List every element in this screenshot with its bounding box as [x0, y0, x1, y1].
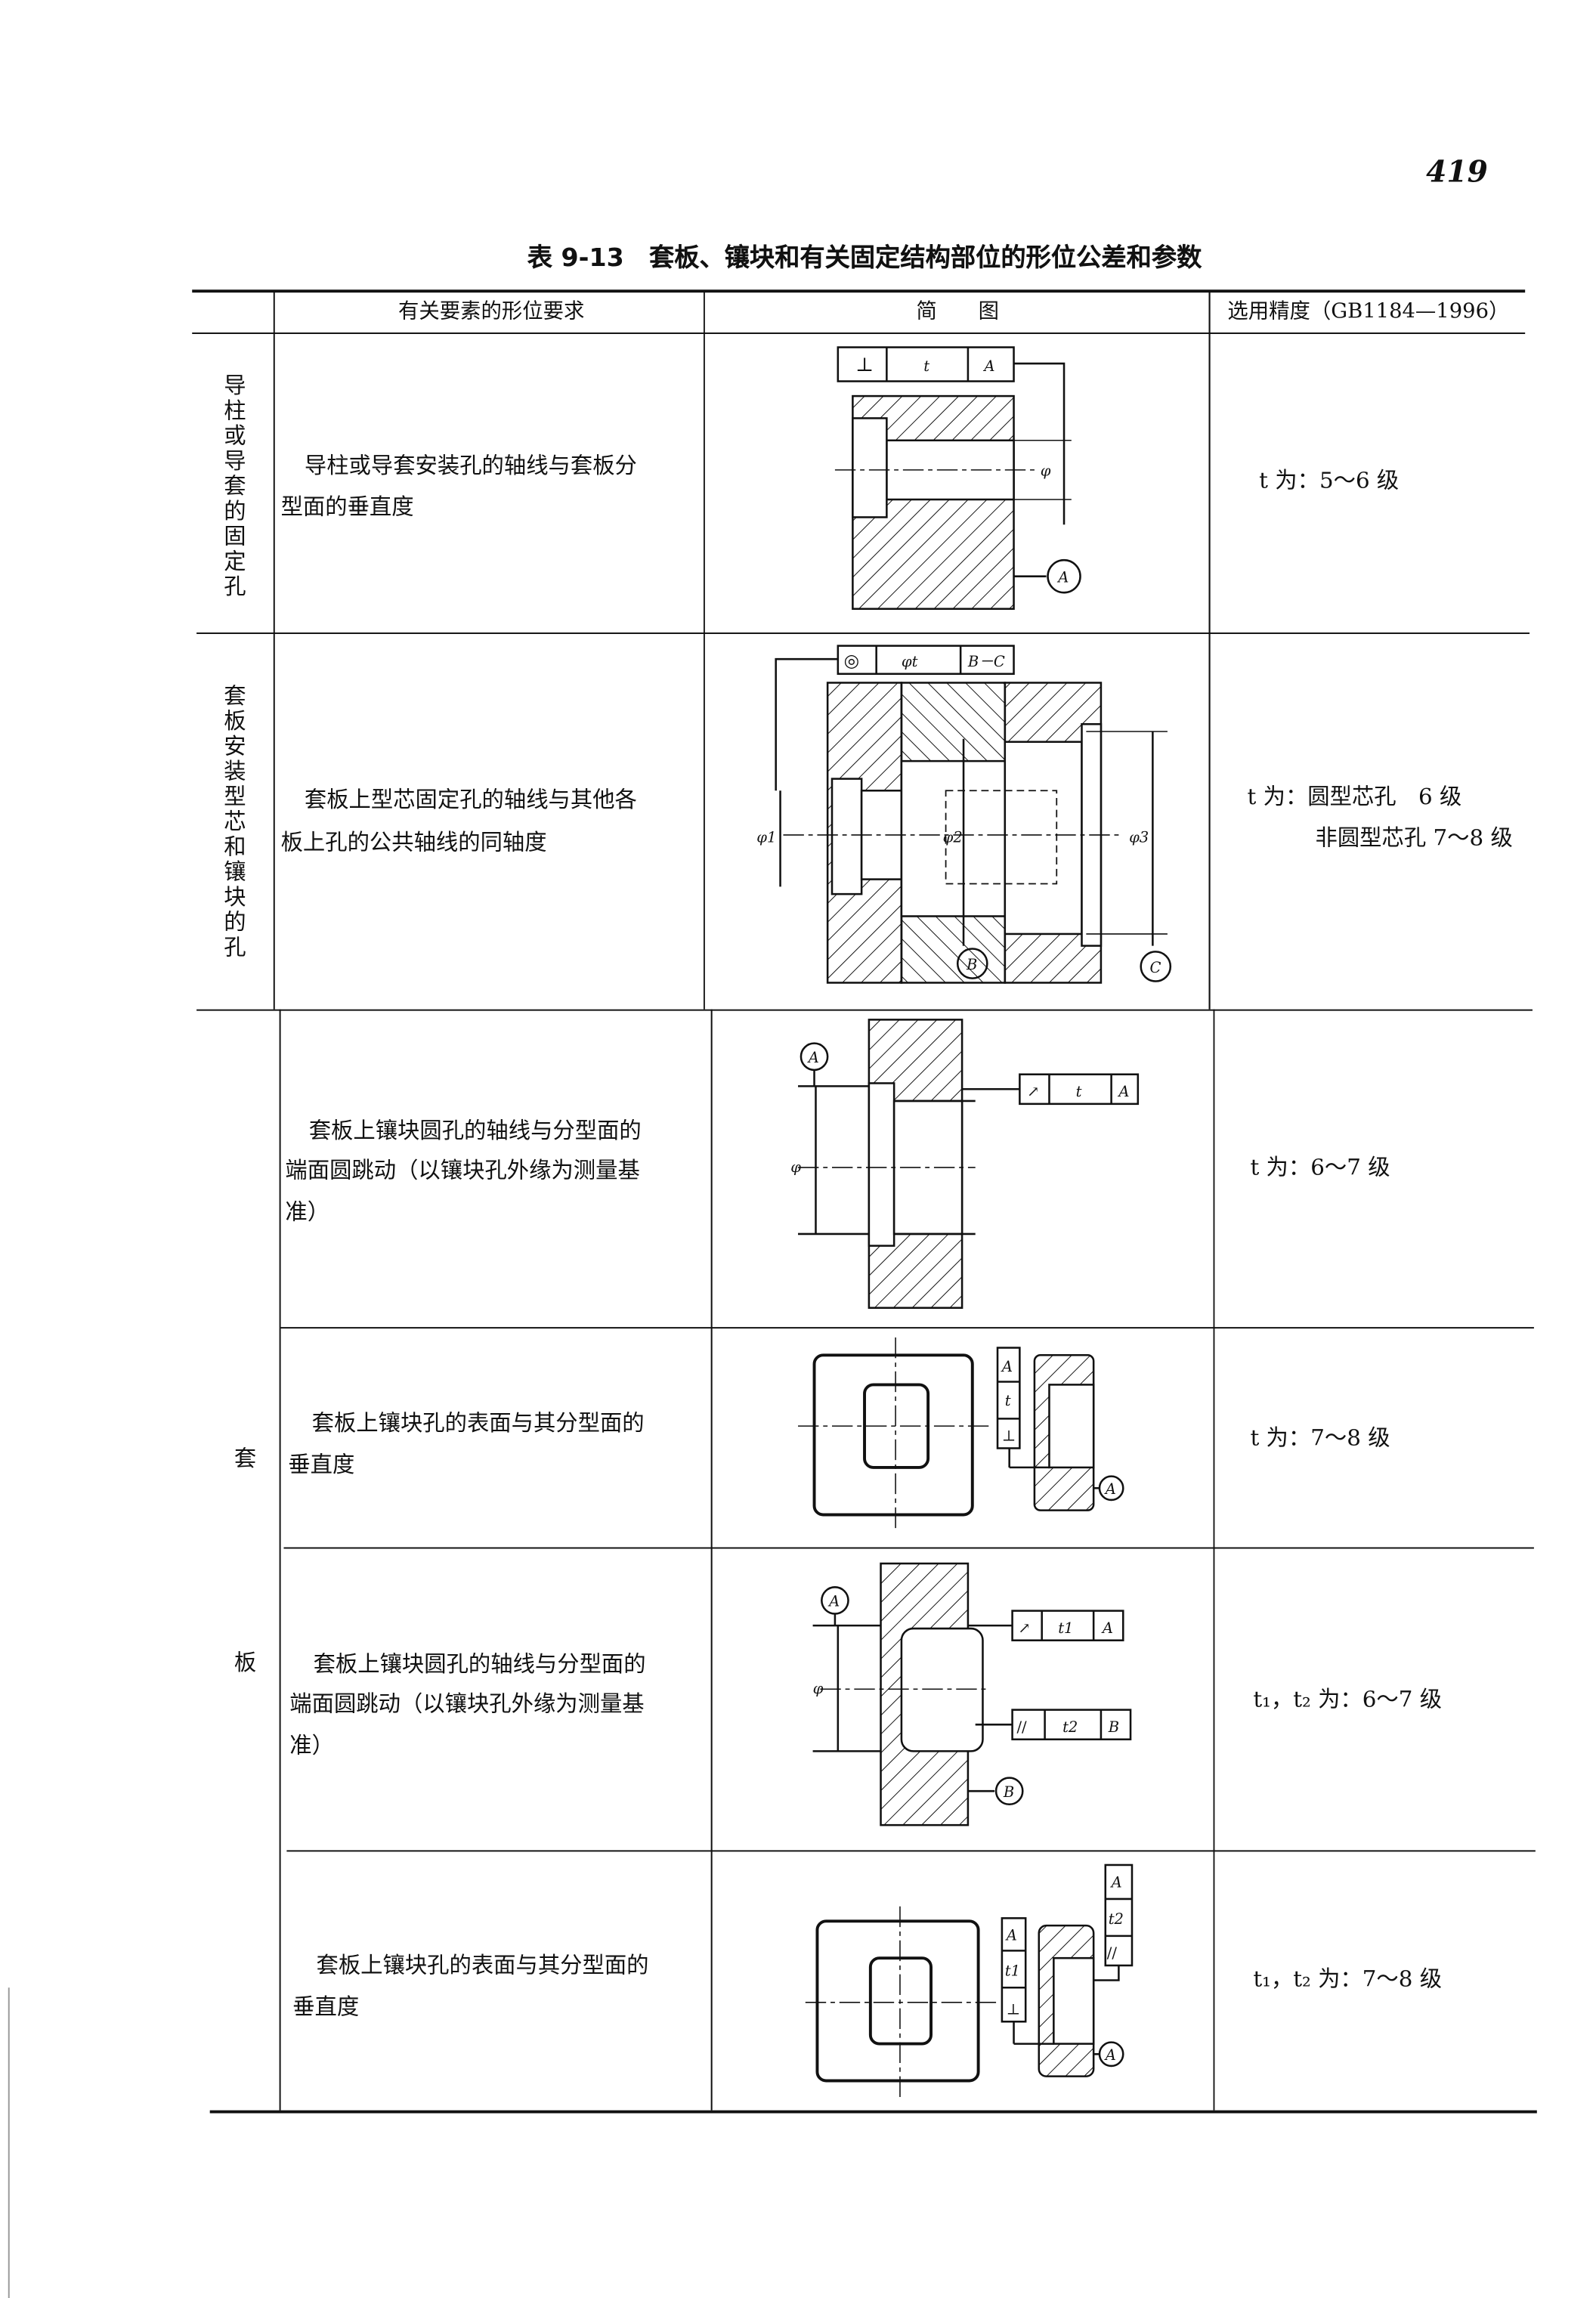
req-line: 导柱或导套安装孔的轴线与套板分	[304, 452, 637, 479]
table-title: 表 9-13 套板、镶块和有关固定结构部位的形位公差和参数	[527, 243, 1202, 274]
dimension-label: φ	[1041, 462, 1051, 480]
precision-line: t 为：圆型芯孔 6 级	[1247, 783, 1462, 810]
req-line: 型面的垂直度	[280, 493, 414, 521]
dimension-label: φ	[813, 1680, 824, 1697]
tolerance-label: t2	[1062, 1718, 1078, 1736]
perpendicularity-icon: ⊥	[1007, 2000, 1020, 2018]
group-plate-2: 板	[234, 1649, 257, 1676]
group-guide-hole: 导柱或导套的固定孔	[224, 372, 246, 600]
tolerance-label: t	[1076, 1083, 1082, 1100]
parallelism-icon: //	[1016, 1718, 1027, 1736]
req-line: 套板上镶块圆孔的轴线与分型面的	[313, 1650, 646, 1678]
page-number: 419	[1426, 153, 1488, 190]
perpendicularity-icon: ⊥	[855, 353, 874, 376]
datum-label: B	[1108, 1718, 1119, 1736]
datum-label: A	[1001, 1358, 1013, 1375]
dimension-label: φ2	[943, 829, 963, 846]
datum-label: A	[1005, 1927, 1017, 1944]
diagram-core-hole-coaxiality	[775, 645, 1172, 984]
runout-icon: ↗	[1018, 1619, 1030, 1637]
header-precision: 选用精度（GB1184—1996）	[1227, 299, 1510, 324]
datum-label: B－C	[967, 653, 1005, 670]
group-plate-1: 套	[234, 1445, 257, 1472]
parallelism-icon: //	[1107, 1944, 1118, 1962]
req-line: 套板上镶块孔的表面与其分型面的	[311, 1409, 645, 1437]
perpendicularity-icon: ⊥	[1002, 1427, 1016, 1445]
req-line: 垂直度	[288, 1451, 355, 1478]
datum-mark: A	[1056, 569, 1069, 586]
tolerance-label: t1	[1005, 1962, 1020, 1980]
diagram-insert-perpendicularity-1	[798, 1337, 1124, 1530]
runout-icon: ↗	[1027, 1083, 1039, 1100]
datum-mark: A	[1104, 2046, 1116, 2064]
datum-mark: A	[1104, 1480, 1116, 1498]
precision-line: t₁，t₂ 为：6～7 级	[1253, 1686, 1443, 1713]
req-line: 端面圆跳动（以镶块孔外缘为测量基	[289, 1690, 645, 1718]
datum-label: A	[1117, 1083, 1129, 1100]
datum-mark: C	[1149, 959, 1161, 976]
datum-mark: B	[966, 956, 977, 973]
req-line: 端面圆跳动（以镶块孔外缘为测量基	[285, 1157, 640, 1184]
precision-line: t₁，t₂ 为：7～8 级	[1253, 1965, 1443, 1993]
datum-label: A	[1101, 1619, 1113, 1637]
datum-mark: B	[1003, 1783, 1014, 1801]
datum-label: A	[982, 357, 994, 375]
tolerance-label: t	[923, 357, 929, 375]
req-line: 准）	[285, 1198, 330, 1226]
diagram-guide-hole-perpendicularity	[834, 346, 1081, 610]
precision-line: t 为：5～6 级	[1259, 466, 1400, 494]
dimension-label: φ1	[756, 829, 776, 846]
req-line: 套板上镶块孔的表面与其分型面的	[316, 1952, 649, 1979]
precision-line: t 为：7～8 级	[1250, 1424, 1390, 1452]
req-line: 套板上型芯固定孔的轴线与其他各	[304, 786, 637, 813]
diagram-insert-perpendicularity-2	[805, 1863, 1134, 2099]
diagram-insert-runout-1	[798, 1019, 1140, 1309]
group-core-hole: 套板安装型芯和镶块的孔	[224, 682, 246, 961]
precision-line: 非圆型芯孔 7～8 级	[1315, 824, 1513, 852]
req-line: 套板上镶块圆孔的轴线与分型面的	[308, 1117, 642, 1144]
req-line: 垂直度	[292, 1993, 360, 2021]
dimension-label: φ3	[1129, 829, 1149, 846]
precision-line: t 为：6～7 级	[1250, 1154, 1390, 1181]
req-line: 板上孔的公共轴线的同轴度	[280, 829, 547, 856]
diagram-insert-runout-2	[812, 1562, 1132, 1826]
header-requirement: 有关要素的形位要求	[398, 299, 585, 324]
tolerance-label: t1	[1058, 1619, 1073, 1637]
datum-label: A	[1110, 1873, 1122, 1891]
header-diagram: 简 图	[916, 299, 999, 324]
dimension-label: φ	[790, 1158, 801, 1176]
req-line: 准）	[289, 1731, 334, 1759]
tolerance-label: φt	[902, 653, 918, 670]
tolerance-label: t	[1005, 1392, 1011, 1409]
datum-mark: A	[807, 1049, 819, 1066]
concentricity-icon: ◎	[844, 650, 859, 671]
tolerance-label: t2	[1109, 1910, 1124, 1928]
datum-mark: A	[827, 1593, 840, 1610]
